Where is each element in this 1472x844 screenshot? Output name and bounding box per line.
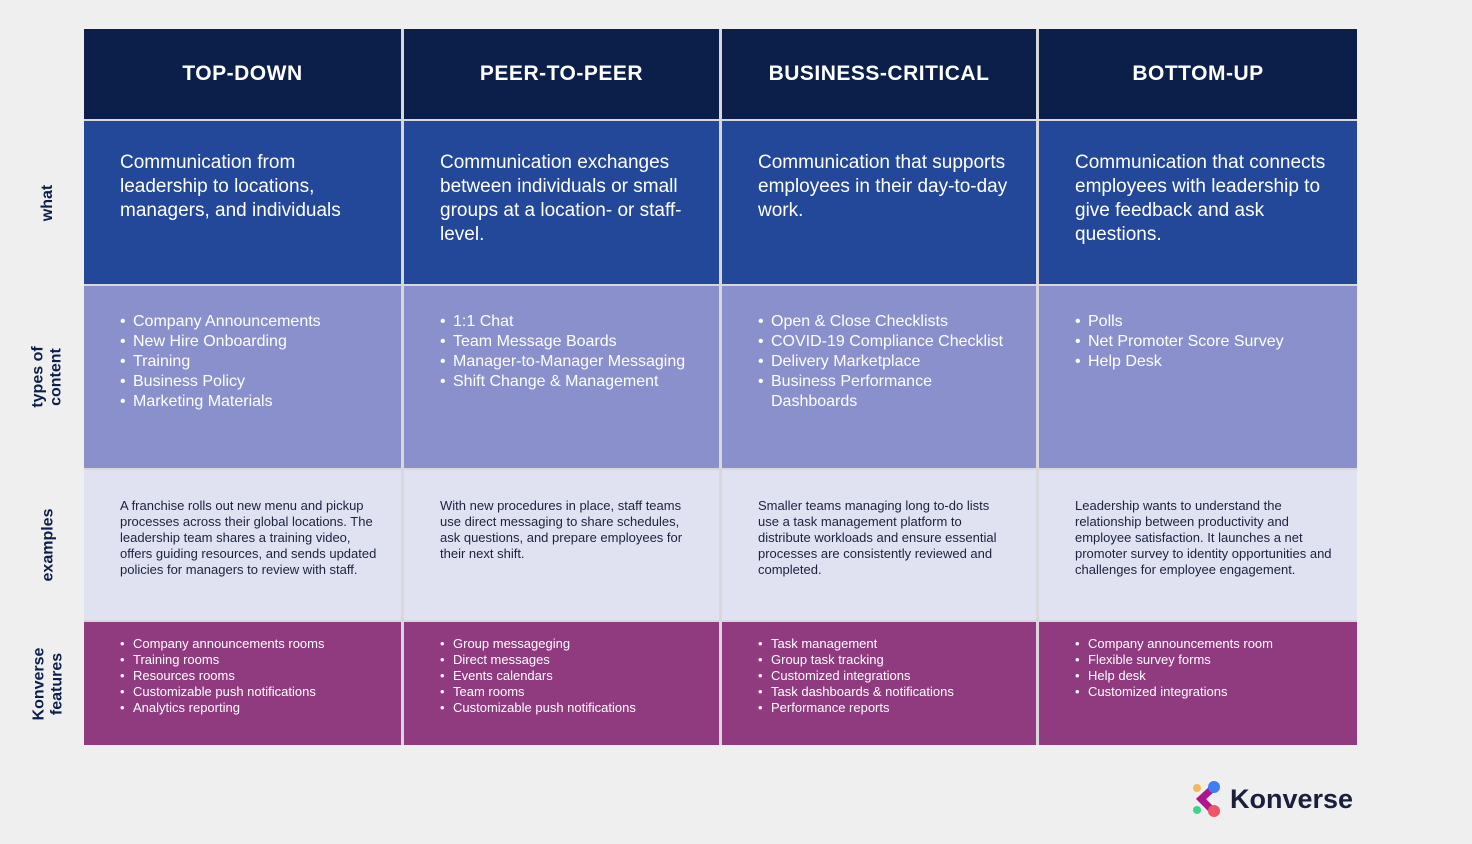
types-cell: 1:1 ChatTeam Message BoardsManager-to-Ma… bbox=[404, 286, 719, 468]
list-item: Company announcements room bbox=[1075, 636, 1337, 652]
bullet-list: Group messagegingDirect messagesEvents c… bbox=[440, 636, 699, 716]
list-item: Group messageging bbox=[440, 636, 699, 652]
bullet-list: Company AnnouncementsNew Hire Onboarding… bbox=[120, 312, 381, 412]
bullet-list: PollsNet Promoter Score SurveyHelp Desk bbox=[1075, 312, 1337, 372]
what-cell-text: Communication from leadership to locatio… bbox=[120, 152, 341, 221]
list-item: Task dashboards & notifications bbox=[758, 684, 1016, 700]
example-cell: With new procedures in place, staff team… bbox=[404, 470, 719, 620]
list-item: Events calendars bbox=[440, 668, 699, 684]
example-cell-text: With new procedures in place, staff team… bbox=[440, 498, 683, 561]
list-item: Analytics reporting bbox=[120, 700, 381, 716]
bullet-list: Company announcements roomsTraining room… bbox=[120, 636, 381, 716]
bullet-list: Task managementGroup task trackingCustom… bbox=[758, 636, 1016, 716]
list-item: Help Desk bbox=[1075, 352, 1337, 372]
what-cell-text: Communication that supports employees in… bbox=[758, 152, 1008, 221]
konverse-logo: Konverse bbox=[1190, 780, 1353, 818]
list-item: Delivery Marketplace bbox=[758, 352, 1016, 372]
list-item: 1:1 Chat bbox=[440, 312, 699, 332]
list-item: Customizable push notifications bbox=[120, 684, 381, 700]
what-cell: Communication from leadership to locatio… bbox=[84, 121, 401, 284]
list-item: Net Promoter Score Survey bbox=[1075, 332, 1337, 352]
list-item: Customized integrations bbox=[758, 668, 1016, 684]
list-item: Shift Change & Management bbox=[440, 372, 699, 392]
list-item: Customizable push notifications bbox=[440, 700, 699, 716]
features-cell: Company announcements roomsTraining room… bbox=[84, 622, 401, 745]
list-item: Team rooms bbox=[440, 684, 699, 700]
what-cell-text: Communication that connects employees wi… bbox=[1075, 152, 1326, 245]
list-item: Marketing Materials bbox=[120, 392, 381, 412]
list-item: Company announcements rooms bbox=[120, 636, 381, 652]
list-item: Company Announcements bbox=[120, 312, 381, 332]
column-header-text: BUSINESS-CRITICAL bbox=[768, 62, 990, 85]
list-item: Training bbox=[120, 352, 381, 372]
example-cell-text: A franchise rolls out new menu and picku… bbox=[120, 498, 377, 577]
list-item: Help desk bbox=[1075, 668, 1337, 684]
column-header-text: TOP-DOWN bbox=[182, 62, 303, 85]
types-cell: PollsNet Promoter Score SurveyHelp Desk bbox=[1039, 286, 1357, 468]
comparison-table: TOP-DOWN PEER-TO-PEER BUSINESS-CRITICAL BOT… bbox=[84, 29, 1357, 745]
list-item: Polls bbox=[1075, 312, 1337, 332]
list-item: Group task tracking bbox=[758, 652, 1016, 668]
row-label-features: Konverse features bbox=[30, 647, 66, 720]
features-cell: Group messagegingDirect messagesEvents c… bbox=[404, 622, 719, 745]
column-header: TOP-DOWN bbox=[84, 29, 401, 119]
features-cell: Company announcements roomFlexible surve… bbox=[1039, 622, 1357, 745]
row-label-examples: examples bbox=[39, 508, 56, 582]
bullet-list: Company announcements roomFlexible surve… bbox=[1075, 636, 1337, 700]
list-item: Training rooms bbox=[120, 652, 381, 668]
row-label-types: types of content bbox=[30, 346, 65, 408]
types-cell: Open & Close ChecklistsCOVID-19 Complian… bbox=[722, 286, 1036, 468]
list-item: Open & Close Checklists bbox=[758, 312, 1016, 332]
list-item: Business Policy bbox=[120, 372, 381, 392]
konverse-logo-icon bbox=[1193, 781, 1220, 817]
example-cell: Smaller teams managing long to-do lists … bbox=[722, 470, 1036, 620]
example-cell-text: Leadership wants to understand the relat… bbox=[1075, 498, 1332, 577]
bullet-list: Open & Close ChecklistsCOVID-19 Complian… bbox=[758, 312, 1016, 412]
column-header: PEER-TO-PEER bbox=[404, 29, 719, 119]
list-item: Task management bbox=[758, 636, 1016, 652]
konverse-wordmark: Konverse bbox=[1230, 783, 1354, 814]
column-header: BUSINESS-CRITICAL bbox=[722, 29, 1036, 119]
column-header: BOTTOM-UP bbox=[1039, 29, 1357, 119]
example-cell-text: Smaller teams managing long to-do lists … bbox=[758, 498, 997, 577]
list-item: New Hire Onboarding bbox=[120, 332, 381, 352]
what-cell: Communication exchanges between individu… bbox=[404, 121, 719, 284]
what-cell: Communication that connects employees wi… bbox=[1039, 121, 1357, 284]
list-item: Manager-to-Manager Messaging bbox=[440, 352, 699, 372]
bullet-list: 1:1 ChatTeam Message BoardsManager-to-Ma… bbox=[440, 312, 699, 392]
what-cell-text: Communication exchanges between individu… bbox=[440, 152, 682, 245]
example-cell: A franchise rolls out new menu and picku… bbox=[84, 470, 401, 620]
list-item: Direct messages bbox=[440, 652, 699, 668]
list-item: Business Performance Dashboards bbox=[758, 372, 1016, 412]
what-cell: Communication that supports employees in… bbox=[722, 121, 1036, 284]
list-item: Team Message Boards bbox=[440, 332, 699, 352]
list-item: Performance reports bbox=[758, 700, 1016, 716]
column-header-text: BOTTOM-UP bbox=[1132, 62, 1264, 85]
column-header-text: PEER-TO-PEER bbox=[479, 62, 644, 85]
features-cell: Task managementGroup task trackingCustom… bbox=[722, 622, 1036, 745]
row-label-what: what bbox=[38, 184, 56, 221]
list-item: COVID-19 Compliance Checklist bbox=[758, 332, 1016, 352]
list-item: Flexible survey forms bbox=[1075, 652, 1337, 668]
list-item: Customized integrations bbox=[1075, 684, 1337, 700]
types-cell: Company AnnouncementsNew Hire Onboarding… bbox=[84, 286, 401, 468]
list-item: Resources rooms bbox=[120, 668, 381, 684]
example-cell: Leadership wants to understand the relat… bbox=[1039, 470, 1357, 620]
